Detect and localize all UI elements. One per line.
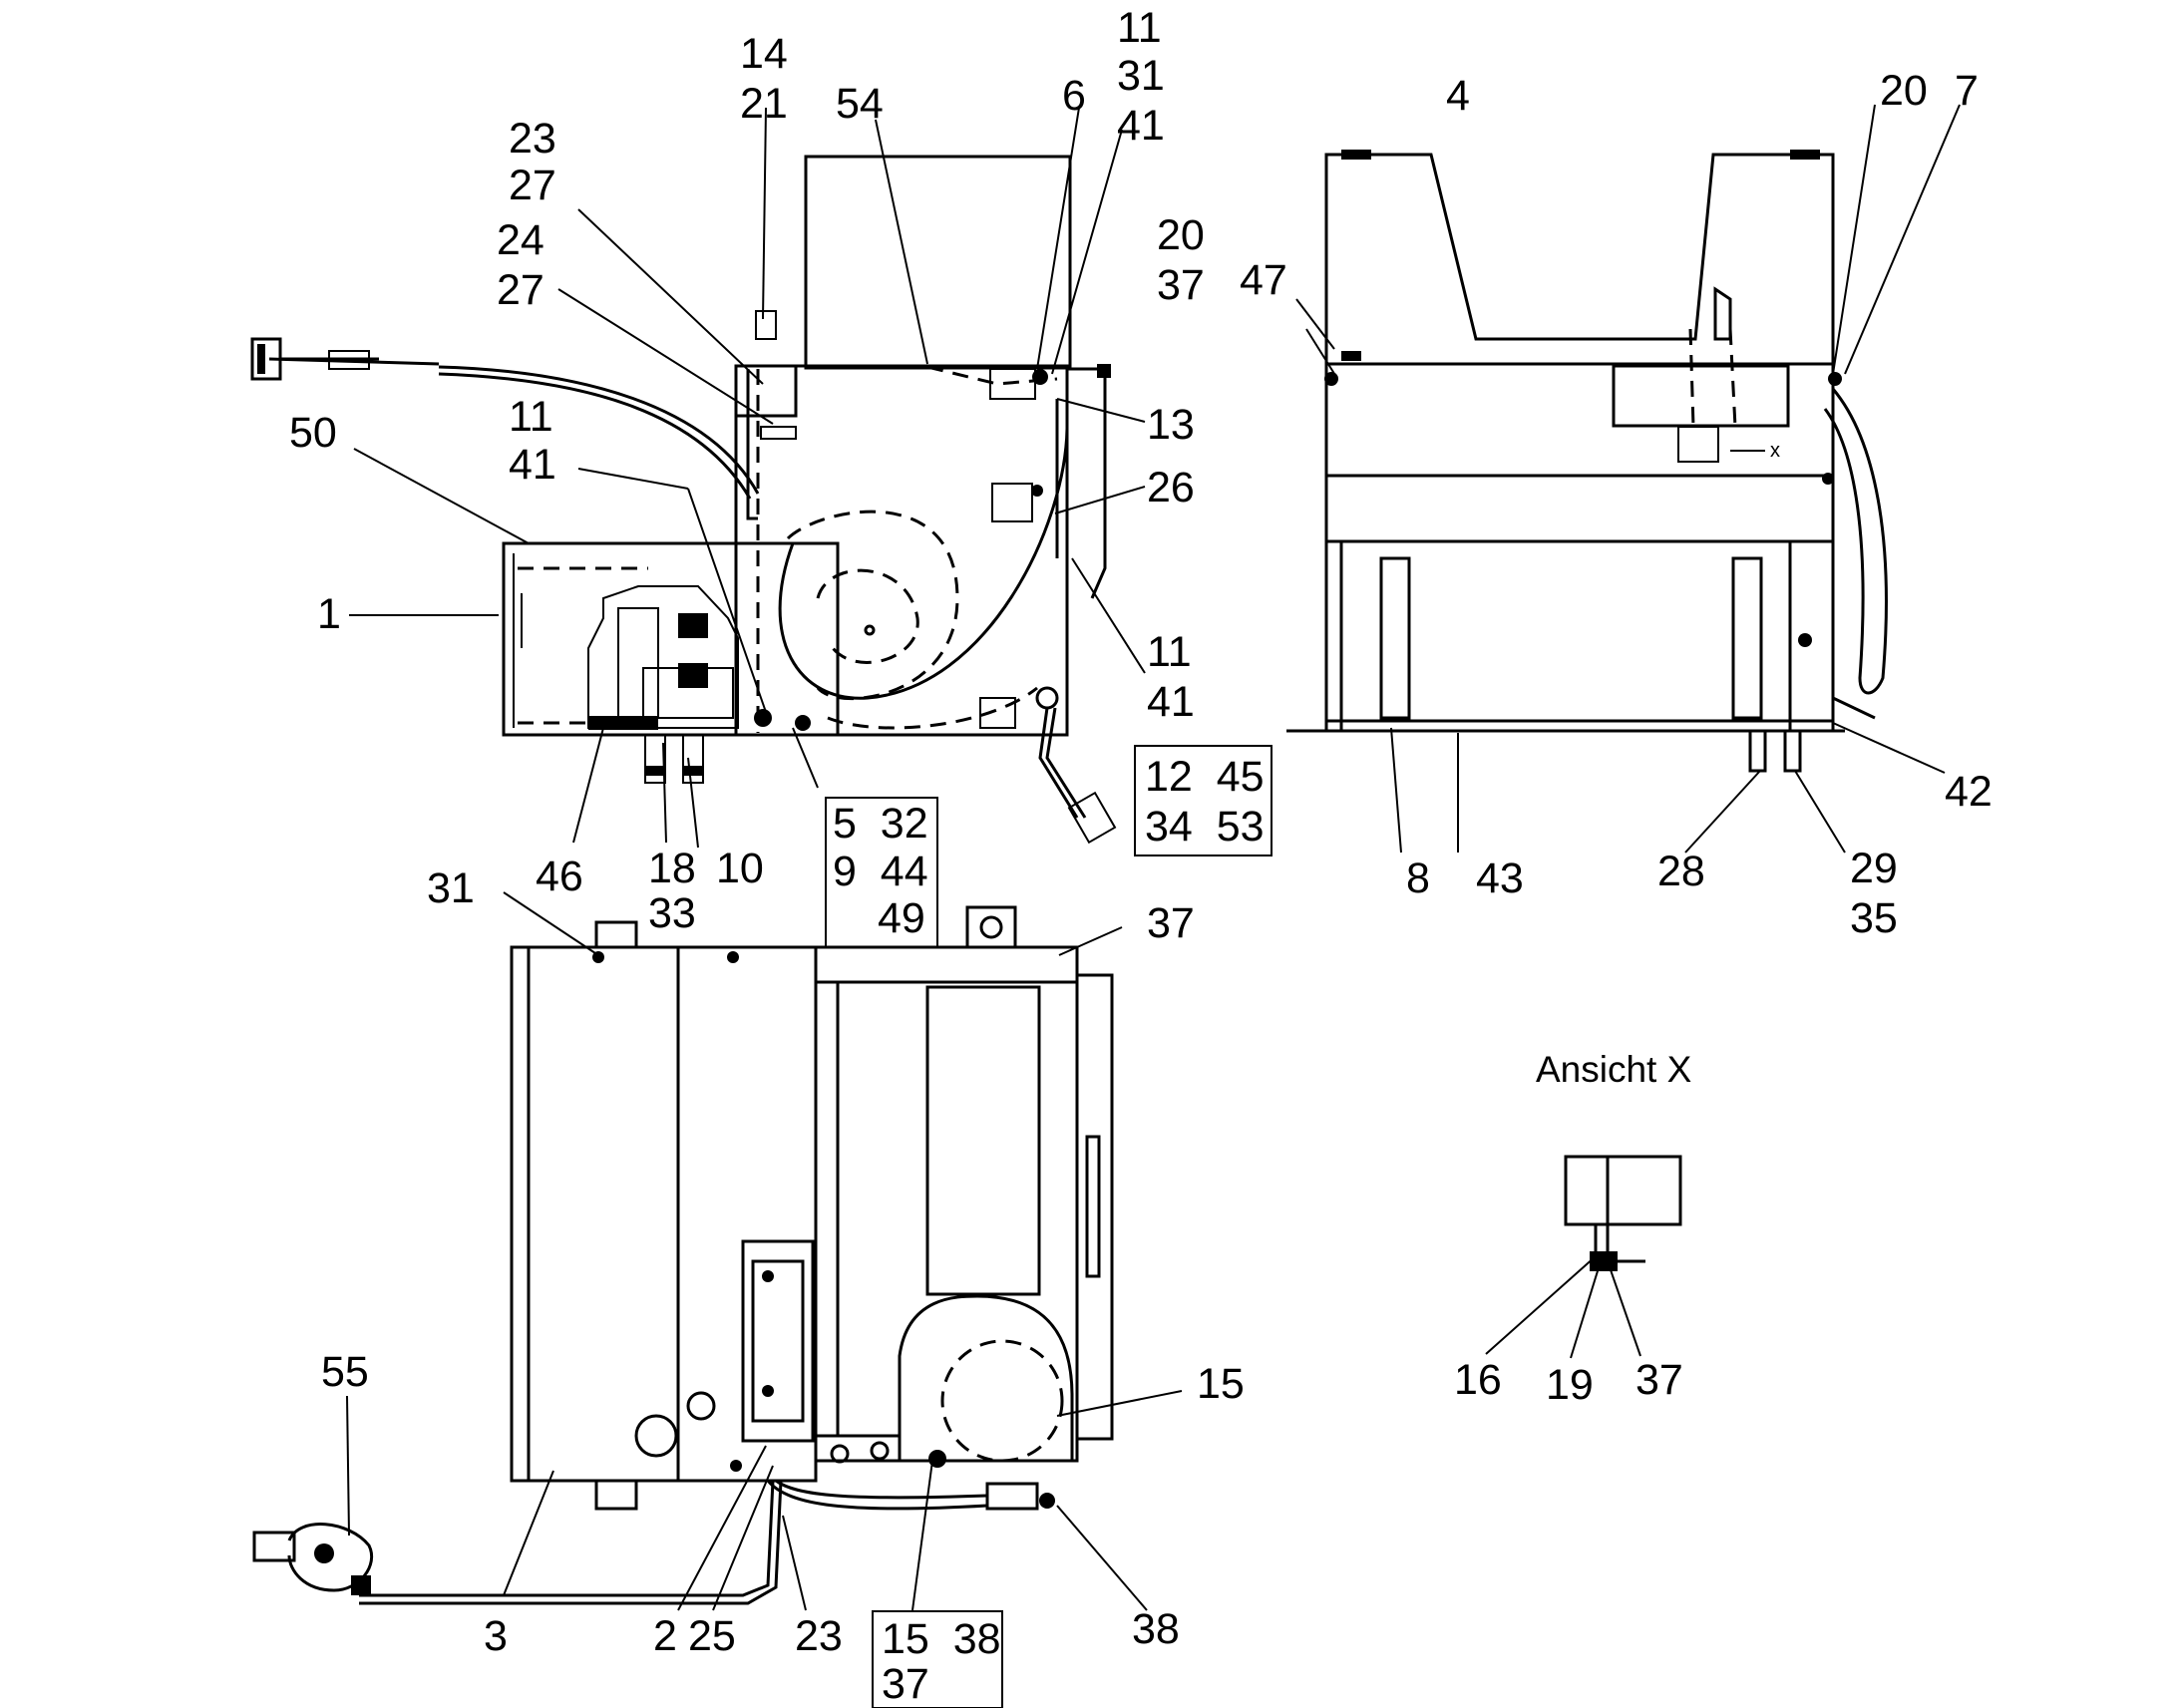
- callout-4: 4: [1446, 72, 1470, 120]
- callout-41: 41: [1117, 102, 1165, 150]
- box-row: 12 45: [1145, 753, 1265, 801]
- callout-29: 29: [1850, 845, 1898, 892]
- callout-11: 11: [1147, 628, 1192, 676]
- callout-27: 27: [509, 162, 556, 209]
- callout-18: 18: [648, 845, 696, 892]
- callout-41: 41: [509, 441, 556, 489]
- callout-31: 31: [1117, 52, 1165, 100]
- callout-6: 6: [1062, 72, 1086, 120]
- callout-43: 43: [1476, 854, 1524, 902]
- callout-11: 11: [509, 393, 553, 441]
- callout-46: 46: [536, 853, 583, 900]
- callout-2: 2: [653, 1612, 677, 1660]
- callout-24: 24: [497, 216, 545, 264]
- callout-23: 23: [795, 1612, 843, 1660]
- box-row: 34 53: [1145, 803, 1265, 851]
- callout-box-5-32-9-44-49: 5 32 9 44 49: [825, 797, 938, 948]
- callout-19: 19: [1546, 1361, 1594, 1409]
- callout-20: 20: [1880, 67, 1928, 115]
- callout-1: 1: [317, 590, 341, 638]
- callout-41: 41: [1147, 678, 1195, 726]
- detail-x-marker: x: [1770, 440, 1780, 462]
- view-label-ansicht-x: Ansicht X: [1536, 1049, 1691, 1090]
- box-row: 37: [882, 1660, 929, 1708]
- box-row: 15 38: [882, 1615, 1001, 1663]
- callout-10: 10: [716, 845, 764, 892]
- callout-38: 38: [1132, 1605, 1180, 1653]
- callout-13: 13: [1147, 401, 1195, 449]
- callout-37: 37: [1635, 1356, 1683, 1404]
- callout-55: 55: [321, 1348, 369, 1396]
- callout-box-12-45-34-53: 12 45 34 53: [1134, 745, 1272, 856]
- top-view-unit: [252, 905, 1114, 1605]
- callout-26: 26: [1147, 464, 1195, 512]
- callout-28: 28: [1657, 848, 1705, 895]
- side-view-unit: [250, 155, 1117, 845]
- callout-8: 8: [1406, 854, 1430, 902]
- callout-7: 7: [1955, 67, 1979, 115]
- leader-lines: [346, 104, 1961, 1611]
- callout-50: 50: [289, 409, 337, 457]
- callout-35: 35: [1850, 894, 1898, 942]
- callout-16: 16: [1454, 1356, 1502, 1404]
- box-row: 5 32: [833, 800, 928, 848]
- callout-11: 11: [1117, 4, 1162, 52]
- callout-27: 27: [497, 266, 545, 314]
- callout-25: 25: [688, 1612, 736, 1660]
- callout-54: 54: [836, 80, 884, 128]
- callout-box-15-38-37: 15 38 37: [872, 1610, 1003, 1708]
- callout-33: 33: [648, 889, 696, 937]
- callout-3: 3: [484, 1612, 508, 1660]
- callout-37: 37: [1157, 261, 1205, 309]
- detail-view-x: [1564, 1155, 1682, 1271]
- front-view-unit: [1286, 150, 1888, 773]
- callout-47: 47: [1240, 256, 1287, 304]
- callout-37: 37: [1147, 899, 1195, 947]
- callout-15: 15: [1197, 1360, 1245, 1408]
- callout-14: 14: [740, 30, 788, 78]
- box-row: 9 44: [833, 848, 928, 895]
- callout-23: 23: [509, 115, 556, 163]
- callout-20: 20: [1157, 211, 1205, 259]
- callout-21: 21: [740, 80, 788, 128]
- callout-31: 31: [427, 864, 475, 912]
- callout-42: 42: [1945, 768, 1993, 816]
- box-row: 49: [878, 894, 925, 942]
- callout-labels: 14 21 54 6 11 31 41 23 27 24 27 50 11 41…: [289, 4, 1993, 1660]
